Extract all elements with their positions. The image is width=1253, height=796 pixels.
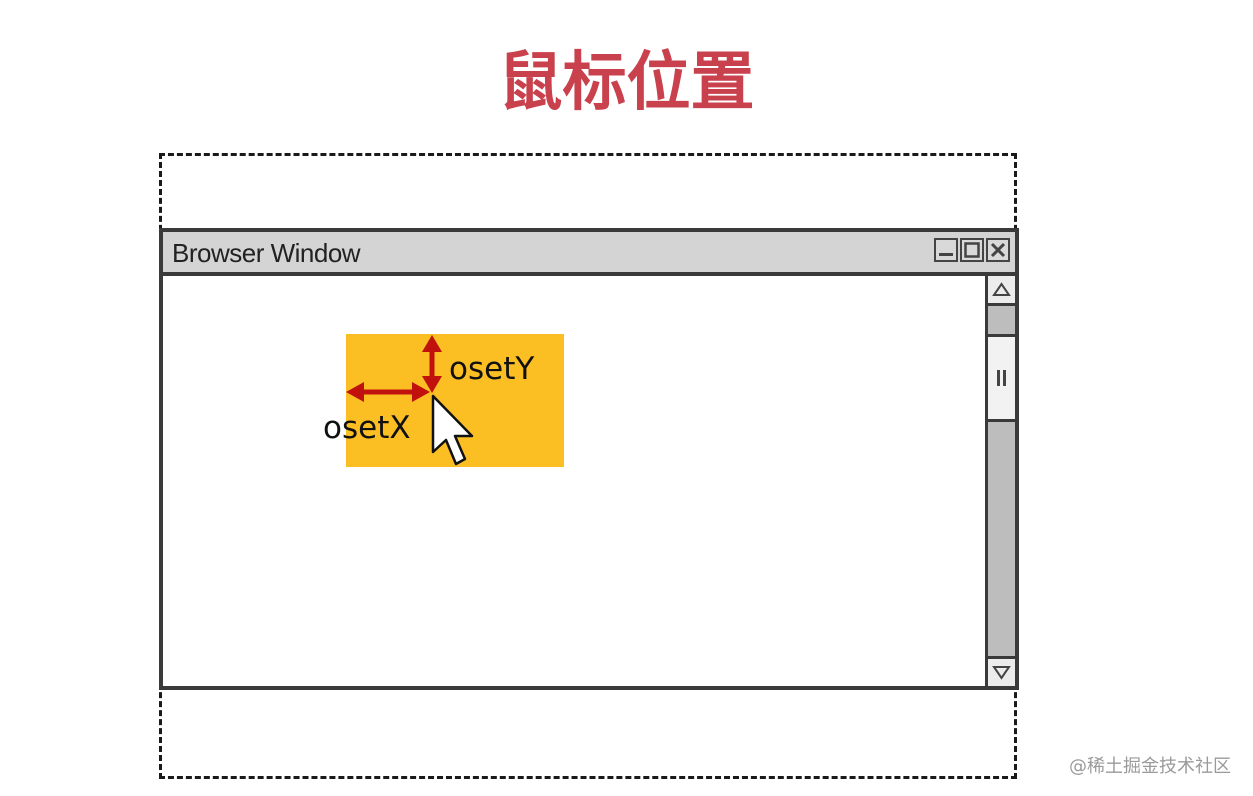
slide-title: 鼠标位置 <box>498 46 755 120</box>
maximize-icon <box>964 242 980 258</box>
browser-window: Browser Window <box>159 228 1019 690</box>
grip-icon <box>997 370 1006 386</box>
triangle-down-icon <box>992 666 1011 680</box>
minimize-icon <box>939 253 953 256</box>
vertical-scrollbar[interactable] <box>985 276 1015 686</box>
offset-y-arrow <box>422 335 442 393</box>
credit-watermark: @稀土掘金技术社区 <box>1069 756 1231 777</box>
content-area <box>163 276 985 686</box>
maximize-button[interactable] <box>960 238 984 262</box>
mouse-cursor-icon <box>431 394 474 466</box>
close-button[interactable] <box>986 238 1010 262</box>
offset-x-label: osetX <box>323 410 411 446</box>
window-title: Browser Window <box>172 238 361 268</box>
minimize-button[interactable] <box>934 238 958 262</box>
window-controls <box>934 238 1010 262</box>
offset-x-arrow <box>346 382 430 402</box>
scroll-thumb[interactable] <box>988 334 1015 422</box>
scroll-down-button[interactable] <box>988 656 1015 686</box>
title-bar[interactable]: Browser Window <box>163 232 1015 276</box>
scroll-up-button[interactable] <box>988 276 1015 306</box>
close-icon <box>990 242 1006 258</box>
offset-y-label: osetY <box>449 351 535 387</box>
triangle-up-icon <box>992 282 1011 296</box>
